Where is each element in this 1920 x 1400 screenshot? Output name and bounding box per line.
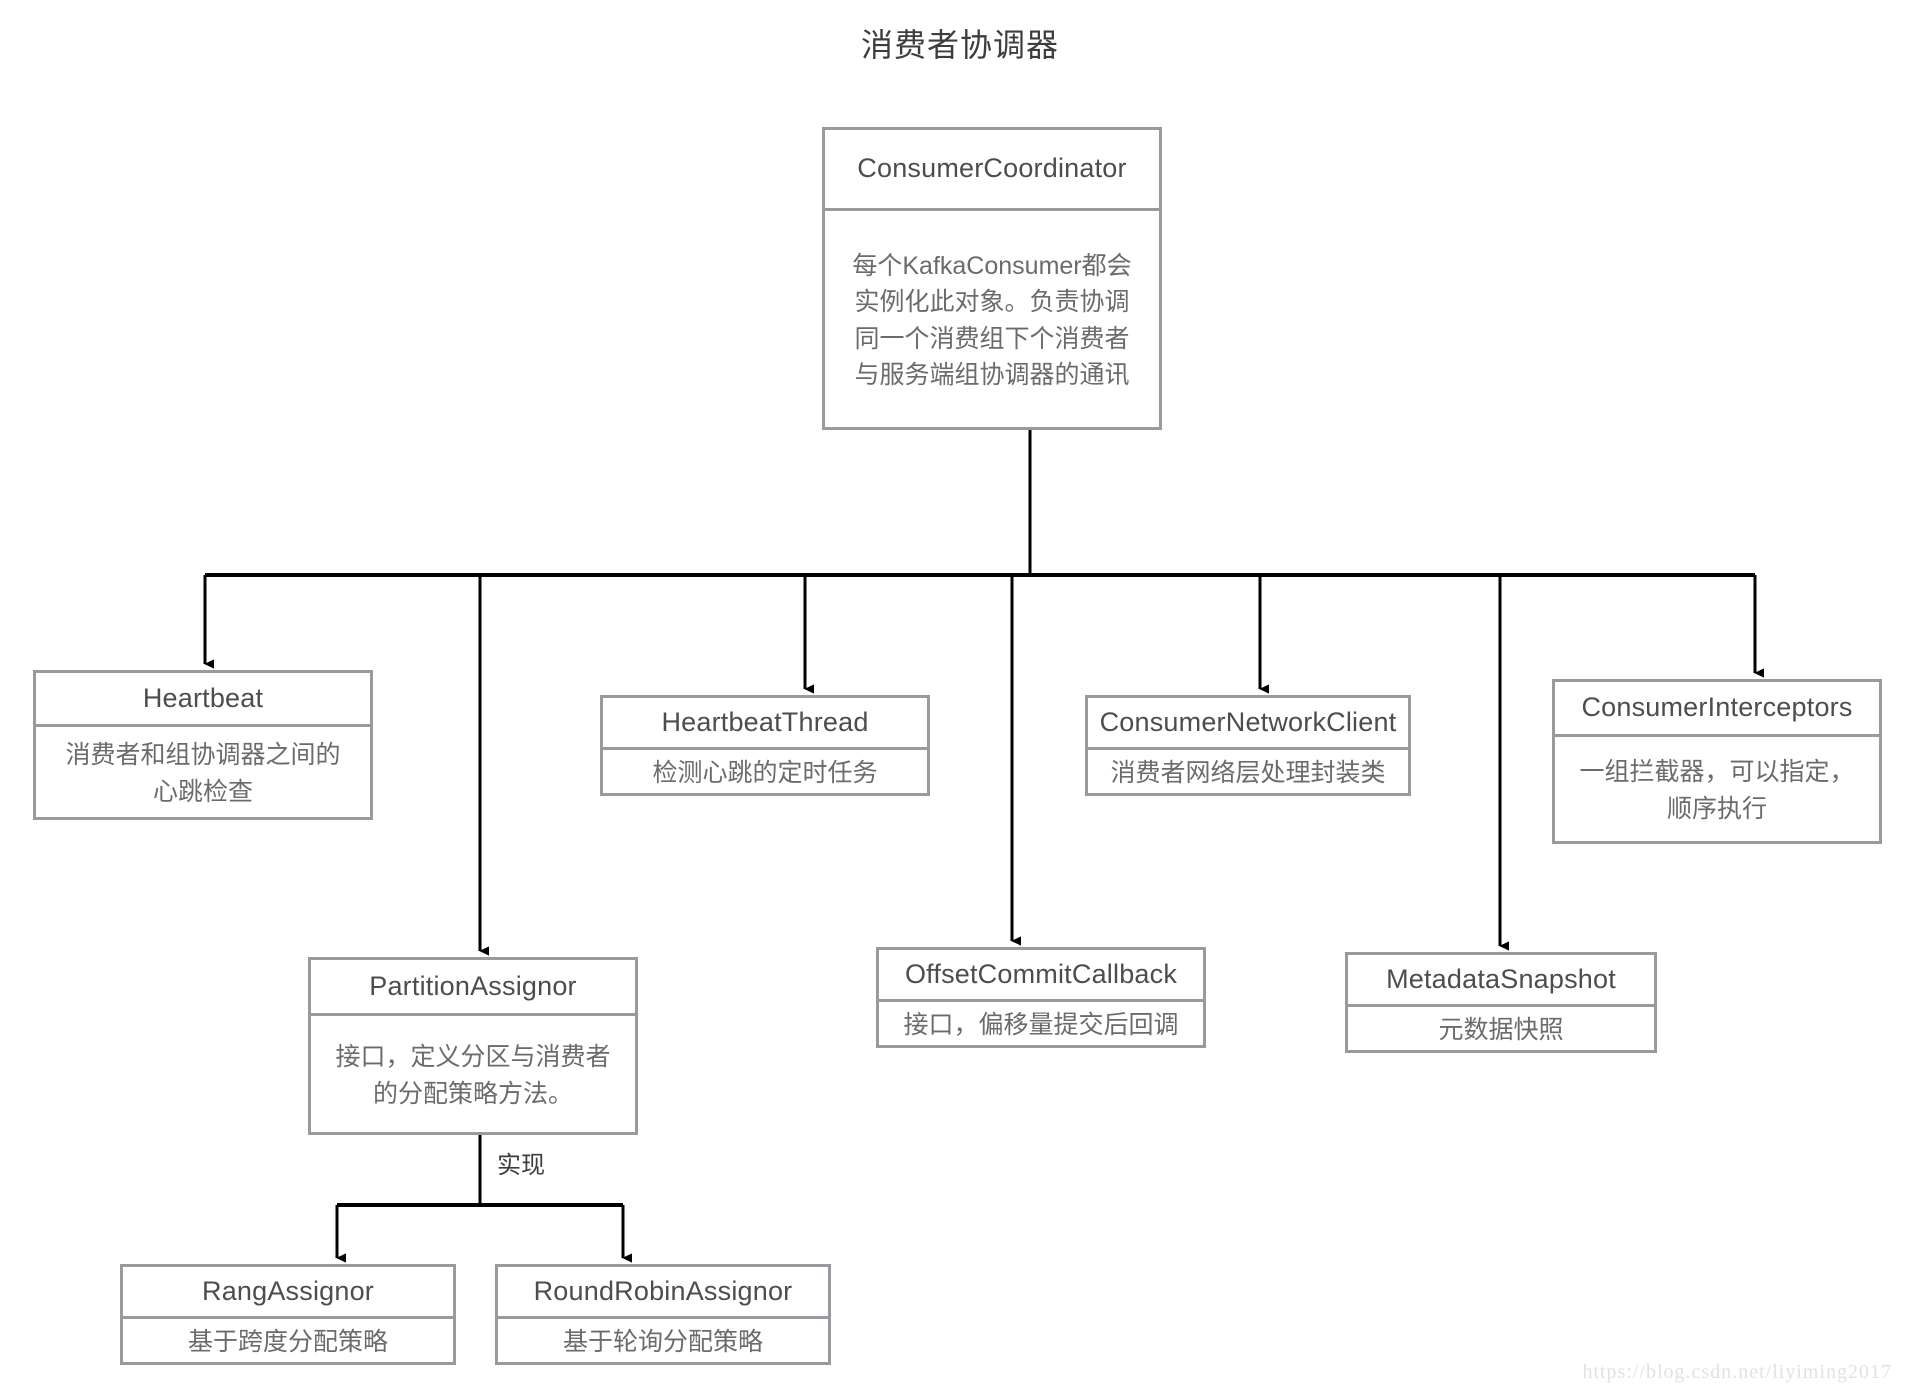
node-partitionassignor-title: PartitionAssignor (369, 970, 577, 1001)
node-metadatasnapshot-desc: 元数据快照 (1438, 1015, 1564, 1044)
node-rangassignor-desc: 基于跨度分配策略 (187, 1327, 388, 1356)
node-heartbeatthread-desc: 检测心跳的定时任务 (652, 758, 878, 787)
node-consumernetworkclient-desc: 消费者网络层处理封装类 (1110, 758, 1386, 787)
node-divider (498, 1316, 828, 1319)
node-rangassignor-title: RangAssignor (202, 1275, 374, 1306)
node-consumercoordinator[interactable]: ConsumerCoordinator 每个KafkaConsumer都会 实例… (822, 127, 1162, 430)
node-partitionassignor[interactable]: PartitionAssignor 接口，定义分区与消费者 的分配策略方法。 (308, 957, 638, 1135)
node-partitionassignor-desc: 接口，定义分区与消费者 的分配策略方法。 (335, 1043, 611, 1108)
node-divider (1348, 1004, 1654, 1007)
node-consumerinterceptors-title: ConsumerInterceptors (1581, 692, 1853, 723)
node-divider (311, 1013, 635, 1016)
node-heartbeatthread[interactable]: HeartbeatThread 检测心跳的定时任务 (600, 695, 930, 796)
node-heartbeat[interactable]: Heartbeat 消费者和组协调器之间的 心跳检查 (33, 670, 373, 820)
page-title: 消费者协调器 (860, 27, 1059, 63)
node-rangassignor[interactable]: RangAssignor 基于跨度分配策略 (120, 1264, 456, 1365)
node-consumerinterceptors[interactable]: ConsumerInterceptors 一组拦截器，可以指定， 顺序执行 (1552, 679, 1882, 844)
node-divider (1555, 734, 1879, 737)
edge-label-implements: 实现 (497, 1152, 545, 1179)
node-offsetcommitcallback-desc: 接口，偏移量提交后回调 (903, 1010, 1179, 1039)
node-consumernetworkclient[interactable]: ConsumerNetworkClient 消费者网络层处理封装类 (1085, 695, 1411, 796)
watermark: https://blog.csdn.net/liyiming2017 (1582, 1361, 1892, 1383)
node-offsetcommitcallback[interactable]: OffsetCommitCallback 接口，偏移量提交后回调 (876, 947, 1206, 1048)
node-divider (123, 1316, 453, 1319)
node-divider (36, 724, 370, 727)
node-roundrobinassignor-title: RoundRobinAssignor (533, 1275, 793, 1306)
node-metadatasnapshot-title: MetadataSnapshot (1386, 963, 1616, 994)
node-consumernetworkclient-title: ConsumerNetworkClient (1099, 706, 1397, 737)
node-roundrobinassignor[interactable]: RoundRobinAssignor 基于轮询分配策略 (495, 1264, 831, 1365)
node-heartbeat-desc: 消费者和组协调器之间的 心跳检查 (65, 741, 341, 806)
node-metadatasnapshot[interactable]: MetadataSnapshot 元数据快照 (1345, 952, 1657, 1053)
node-heartbeatthread-title: HeartbeatThread (661, 706, 869, 737)
node-divider (879, 999, 1203, 1002)
node-offsetcommitcallback-title: OffsetCommitCallback (904, 958, 1178, 989)
node-divider (825, 208, 1159, 211)
node-consumercoordinator-desc: 每个KafkaConsumer都会 实例化此对象。负责协调 同一个消费组下个消费… (852, 252, 1132, 389)
node-consumercoordinator-title: ConsumerCoordinator (857, 153, 1127, 184)
node-divider (1088, 747, 1408, 750)
node-heartbeat-title: Heartbeat (142, 682, 264, 713)
node-consumerinterceptors-desc: 一组拦截器，可以指定， 顺序执行 (1579, 758, 1855, 823)
node-divider (603, 747, 927, 750)
node-roundrobinassignor-desc: 基于轮询分配策略 (562, 1327, 763, 1356)
